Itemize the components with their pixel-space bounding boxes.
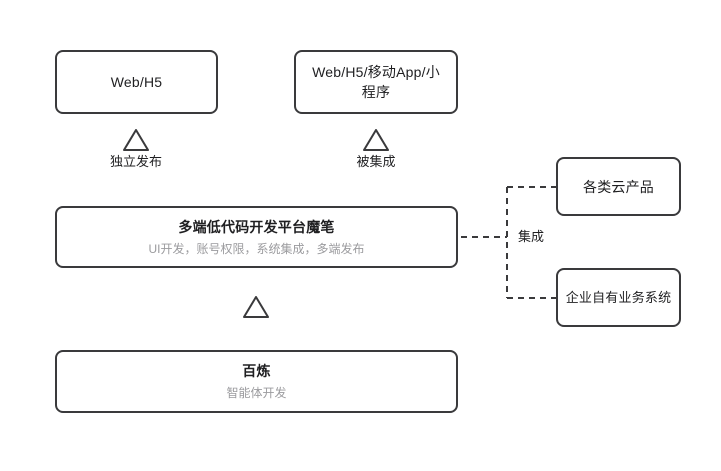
triangle-up-icon (123, 129, 149, 151)
node-mobi-lowcode-platform[interactable]: 多端低代码开发平台魔笔 UI开发，账号权限，系统集成，多端发布 (55, 206, 458, 268)
node-web-h5[interactable]: Web/H5 (55, 50, 218, 114)
node-bailian-title: 百炼 (242, 363, 271, 379)
node-mobi-lowcode-platform-subtitle: UI开发，账号权限，系统集成，多端发布 (148, 241, 365, 256)
connector-label-independent-publish: 独立发布 (109, 154, 162, 169)
node-cloud-products-title: 各类云产品 (583, 178, 654, 195)
connector-label-be-integrated: 被集成 (356, 154, 396, 169)
node-bailian-subtitle: 智能体开发 (226, 386, 287, 400)
node-web-h5-title: Web/H5 (110, 74, 163, 90)
triangle-up-icon (243, 296, 269, 318)
node-mobi-lowcode-platform-title: 多端低代码开发平台魔笔 (178, 218, 335, 235)
node-bailian[interactable]: 百炼 智能体开发 (55, 350, 458, 413)
node-enterprise-systems[interactable]: 企业自有业务系统 (556, 268, 681, 327)
triangle-up-icon (363, 129, 389, 151)
node-multichannel-clients[interactable]: Web/H5/移动App/小程序 (294, 50, 458, 114)
node-cloud-products[interactable]: 各类云产品 (556, 157, 681, 216)
node-multichannel-clients-title: Web/H5/移动App/小程序 (312, 64, 440, 100)
connector-label-integration: 集成 (518, 229, 545, 244)
node-enterprise-systems-title: 企业自有业务系统 (565, 289, 672, 305)
